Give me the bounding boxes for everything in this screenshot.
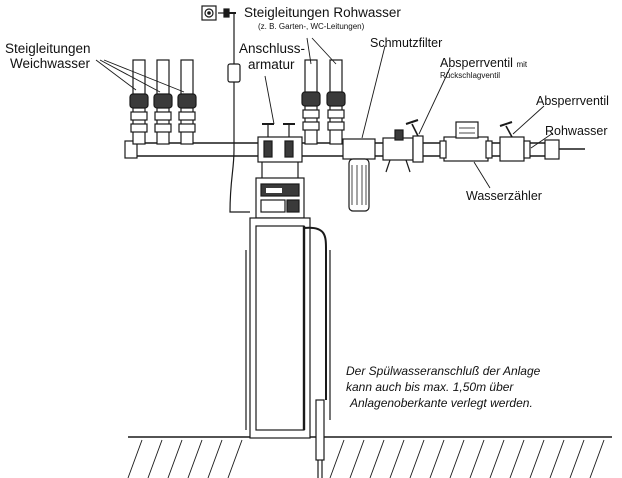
label-connection-fitting-2: armatur bbox=[248, 57, 295, 72]
label-shutoff-check-valve-2: Rückschlagventil bbox=[440, 71, 501, 80]
shutoff-valve bbox=[499, 121, 531, 162]
label-shutoff-check-valve-1: Absperrventil mit bbox=[440, 56, 528, 70]
label-raw-water: Rohwasser bbox=[545, 124, 608, 138]
connection-fitting bbox=[257, 123, 303, 180]
raw-riser-1 bbox=[301, 59, 321, 145]
soft-riser-3 bbox=[177, 59, 197, 145]
note-line-2: kann auch bis max. 1,50m über bbox=[346, 380, 514, 394]
label-shutoff-valve: Absperrventil bbox=[536, 94, 609, 108]
water-softener-unit bbox=[245, 177, 331, 478]
label-water-meter: Wasserzähler bbox=[466, 189, 542, 203]
note-line-3: Anlagenoberkante verlegt werden. bbox=[350, 396, 533, 410]
power-supply bbox=[201, 5, 250, 213]
ground bbox=[127, 436, 612, 478]
label-soft-water-risers-1: Steigleitungen bbox=[5, 41, 91, 56]
power-plug-icon bbox=[218, 8, 236, 18]
label-raw-water-risers-note: (z. B. Garten-, WC-Leitungen) bbox=[258, 22, 365, 31]
label-soft-water-risers-2: Weichwasser bbox=[10, 56, 91, 71]
shutoff-check-valve bbox=[382, 119, 424, 173]
raw-water-risers bbox=[301, 59, 346, 145]
soft-riser-1 bbox=[129, 59, 149, 145]
label-raw-water-risers: Steigleitungen Rohwasser bbox=[244, 5, 401, 20]
water-meter bbox=[439, 121, 493, 162]
soft-riser-2 bbox=[153, 59, 173, 145]
note-line-1: Der Spülwasseranschluß der Anlage bbox=[346, 364, 541, 378]
pointer-lines bbox=[95, 37, 554, 189]
label-connection-fitting-1: Anschluss- bbox=[239, 41, 306, 56]
label-dirt-filter: Schmutzfilter bbox=[370, 36, 443, 50]
soft-water-risers bbox=[129, 59, 197, 145]
dirt-filter bbox=[342, 138, 376, 212]
raw-riser-2 bbox=[326, 59, 346, 145]
